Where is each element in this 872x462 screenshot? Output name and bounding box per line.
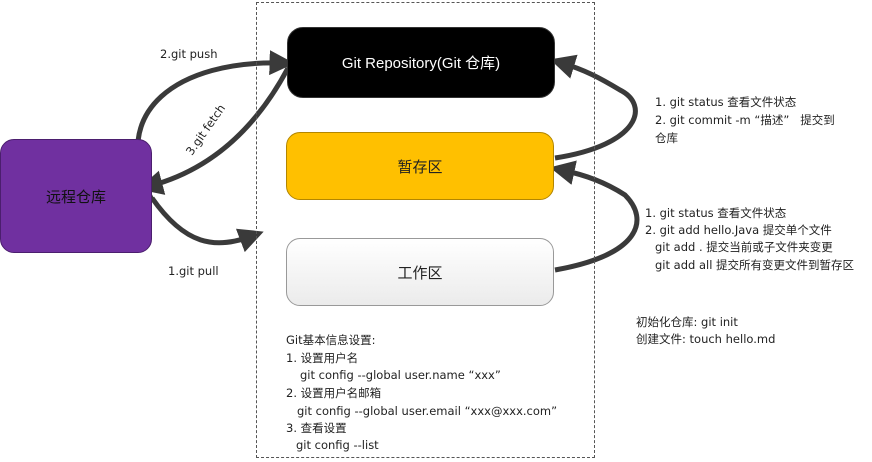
config-line-5: 3. 查看设置 — [286, 421, 347, 435]
init-note-1: 初始化仓库: git init — [636, 315, 738, 329]
add-arrow — [549, 160, 640, 273]
pull-arrow — [149, 196, 264, 253]
fetch-arrow — [137, 66, 291, 195]
repository-node: Git Repository(Git 仓库) — [287, 27, 555, 98]
add-note-1: 1. git status 查看文件状态 — [645, 206, 787, 220]
staging-node: 暂存区 — [286, 132, 554, 200]
add-note-2: 2. git add hello.Java 提交单个文件 — [645, 223, 832, 237]
remote-node: 远程仓库 — [0, 139, 152, 253]
dashed-frame — [256, 2, 595, 458]
add-note-3: git add . 提交当前或子文件夹变更 — [655, 240, 833, 254]
config-line-1: 1. 设置用户名 — [286, 351, 359, 365]
config-line-4: git config --global user.email “xxx@xxx.… — [297, 404, 558, 418]
init-note-2: 创建文件: touch hello.md — [636, 332, 776, 346]
add-note-4: git add all 提交所有变更文件到暂存区 — [655, 258, 855, 272]
commit-note-2: 2. git commit -m “描述” 提交到 — [655, 113, 835, 127]
push-label: 2.git push — [160, 47, 218, 61]
config-line-2: git config --global user.name “xxx” — [300, 368, 501, 382]
config-title: Git基本信息设置: — [286, 333, 376, 347]
config-line-6: git config --list — [296, 438, 379, 452]
commit-arrow — [550, 54, 638, 161]
commit-note-1: 1. git status 查看文件状态 — [655, 95, 797, 109]
pull-label: 1.git pull — [168, 264, 219, 278]
commit-note-3: 仓库 — [655, 131, 678, 145]
working-node: 工作区 — [286, 238, 554, 306]
config-line-3: 2. 设置用户名邮箱 — [286, 386, 382, 400]
